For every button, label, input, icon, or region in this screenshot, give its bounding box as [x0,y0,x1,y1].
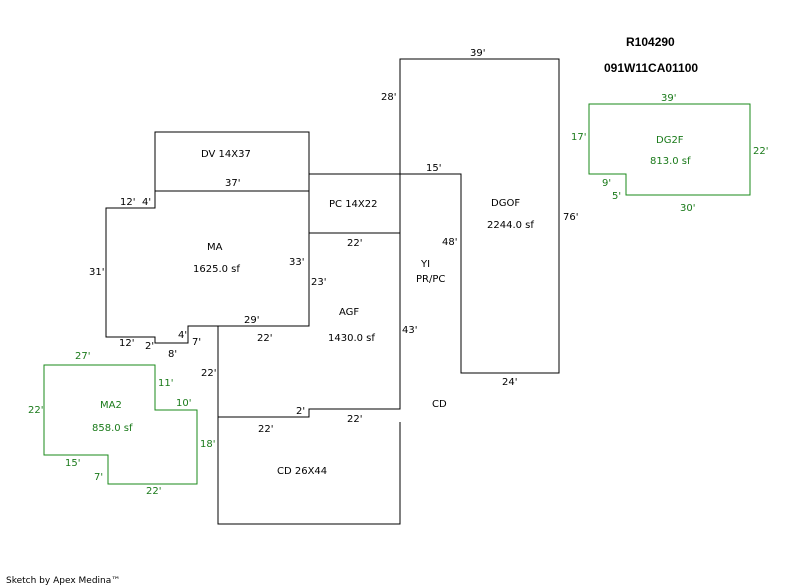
dim-ma-bottom: 29' [244,315,259,326]
dim-dg2f-right: 22' [753,146,768,157]
dim-dg2f-left: 17' [571,132,586,143]
cd-box-label: CD 26X44 [277,466,327,477]
dim-ma2-bot-left: 15' [65,458,80,469]
agf-cd-outline [217,326,401,525]
dim-dgof-top: 39' [470,48,485,59]
sketch-credit: Sketch by Apex Medina™ [6,576,120,586]
dim-ma2-right: 18' [200,439,215,450]
dgof-outline [399,58,560,374]
dim-ma2-step-down: 11' [158,378,173,389]
dim-agf-inner-left: 22' [257,333,272,344]
dim-dgof-bottom: 24' [502,377,517,388]
dim-dg2f-top: 39' [661,93,676,104]
dim-dgof-inner-left: 48' [442,237,457,248]
dim-ma-left: 31' [89,267,104,278]
dim-ma-top-step: 4' [142,197,151,208]
dg2f-label: DG2F [656,135,684,146]
dim-agf-right: 43' [402,325,417,336]
dim-ma-bot-step2: 4' [178,330,187,341]
ma2-outline [43,364,198,485]
ma-area: 1625.0 sf [193,264,240,275]
dim-dg2f-step-bottom: 5' [612,191,621,202]
dim-dv-bottom: 37' [225,178,240,189]
cd-label: CD [432,399,447,410]
dim-ma2-bottom: 22' [146,486,161,497]
map-id: 091W11CA01100 [604,61,698,75]
dim-agf-bottom: 22' [347,414,362,425]
dim-ma2-bot-step: 7' [94,472,103,483]
dim-ma-right: 33' [289,257,304,268]
yi-label: YI [420,259,430,270]
dim-dg2f-step-left: 9' [602,178,611,189]
dim-dg2f-bottom: 30' [680,203,695,214]
ma2-area: 858.0 sf [92,423,133,434]
dim-ma-bot-step1: 2' [145,341,154,352]
dim-ma-bot-step3: 7' [192,337,201,348]
dim-dgof-inner-top: 15' [426,163,441,174]
dgof-label: DGOF [491,198,520,209]
parcel-id: R104290 [626,35,675,49]
dim-ma2-step-right: 10' [176,398,191,409]
dim-ma-bot-step4: 8' [168,349,177,360]
dim-cd-top: 22' [258,424,273,435]
dg2f-area: 813.0 sf [650,156,691,167]
dim-agf-outer-left: 22' [201,368,216,379]
dim-agf-step: 2' [296,406,305,417]
yi-sublabel: PR/PC [416,274,445,285]
dim-pc-bottom: 22' [347,238,362,249]
dim-ma-top-left: 12' [120,197,135,208]
dim-agf-left: 23' [311,277,326,288]
dim-ma2-left: 22' [28,405,43,416]
dgof-area: 2244.0 sf [487,220,534,231]
dim-ma2-top: 27' [75,351,90,362]
dim-ma-bot-left: 12' [119,338,134,349]
dg2f-outline [588,103,751,196]
agf-label: AGF [339,307,359,318]
pc-label: PC 14X22 [329,199,378,210]
dim-dgof-left: 28' [381,92,396,103]
ma-label: MA [207,242,223,253]
agf-bottom-outline [218,233,401,418]
dim-dgof-right: 76' [563,212,578,223]
ma2-label: MA2 [100,400,122,411]
agf-area: 1430.0 sf [328,333,375,344]
dv-label: DV 14X37 [201,149,251,160]
